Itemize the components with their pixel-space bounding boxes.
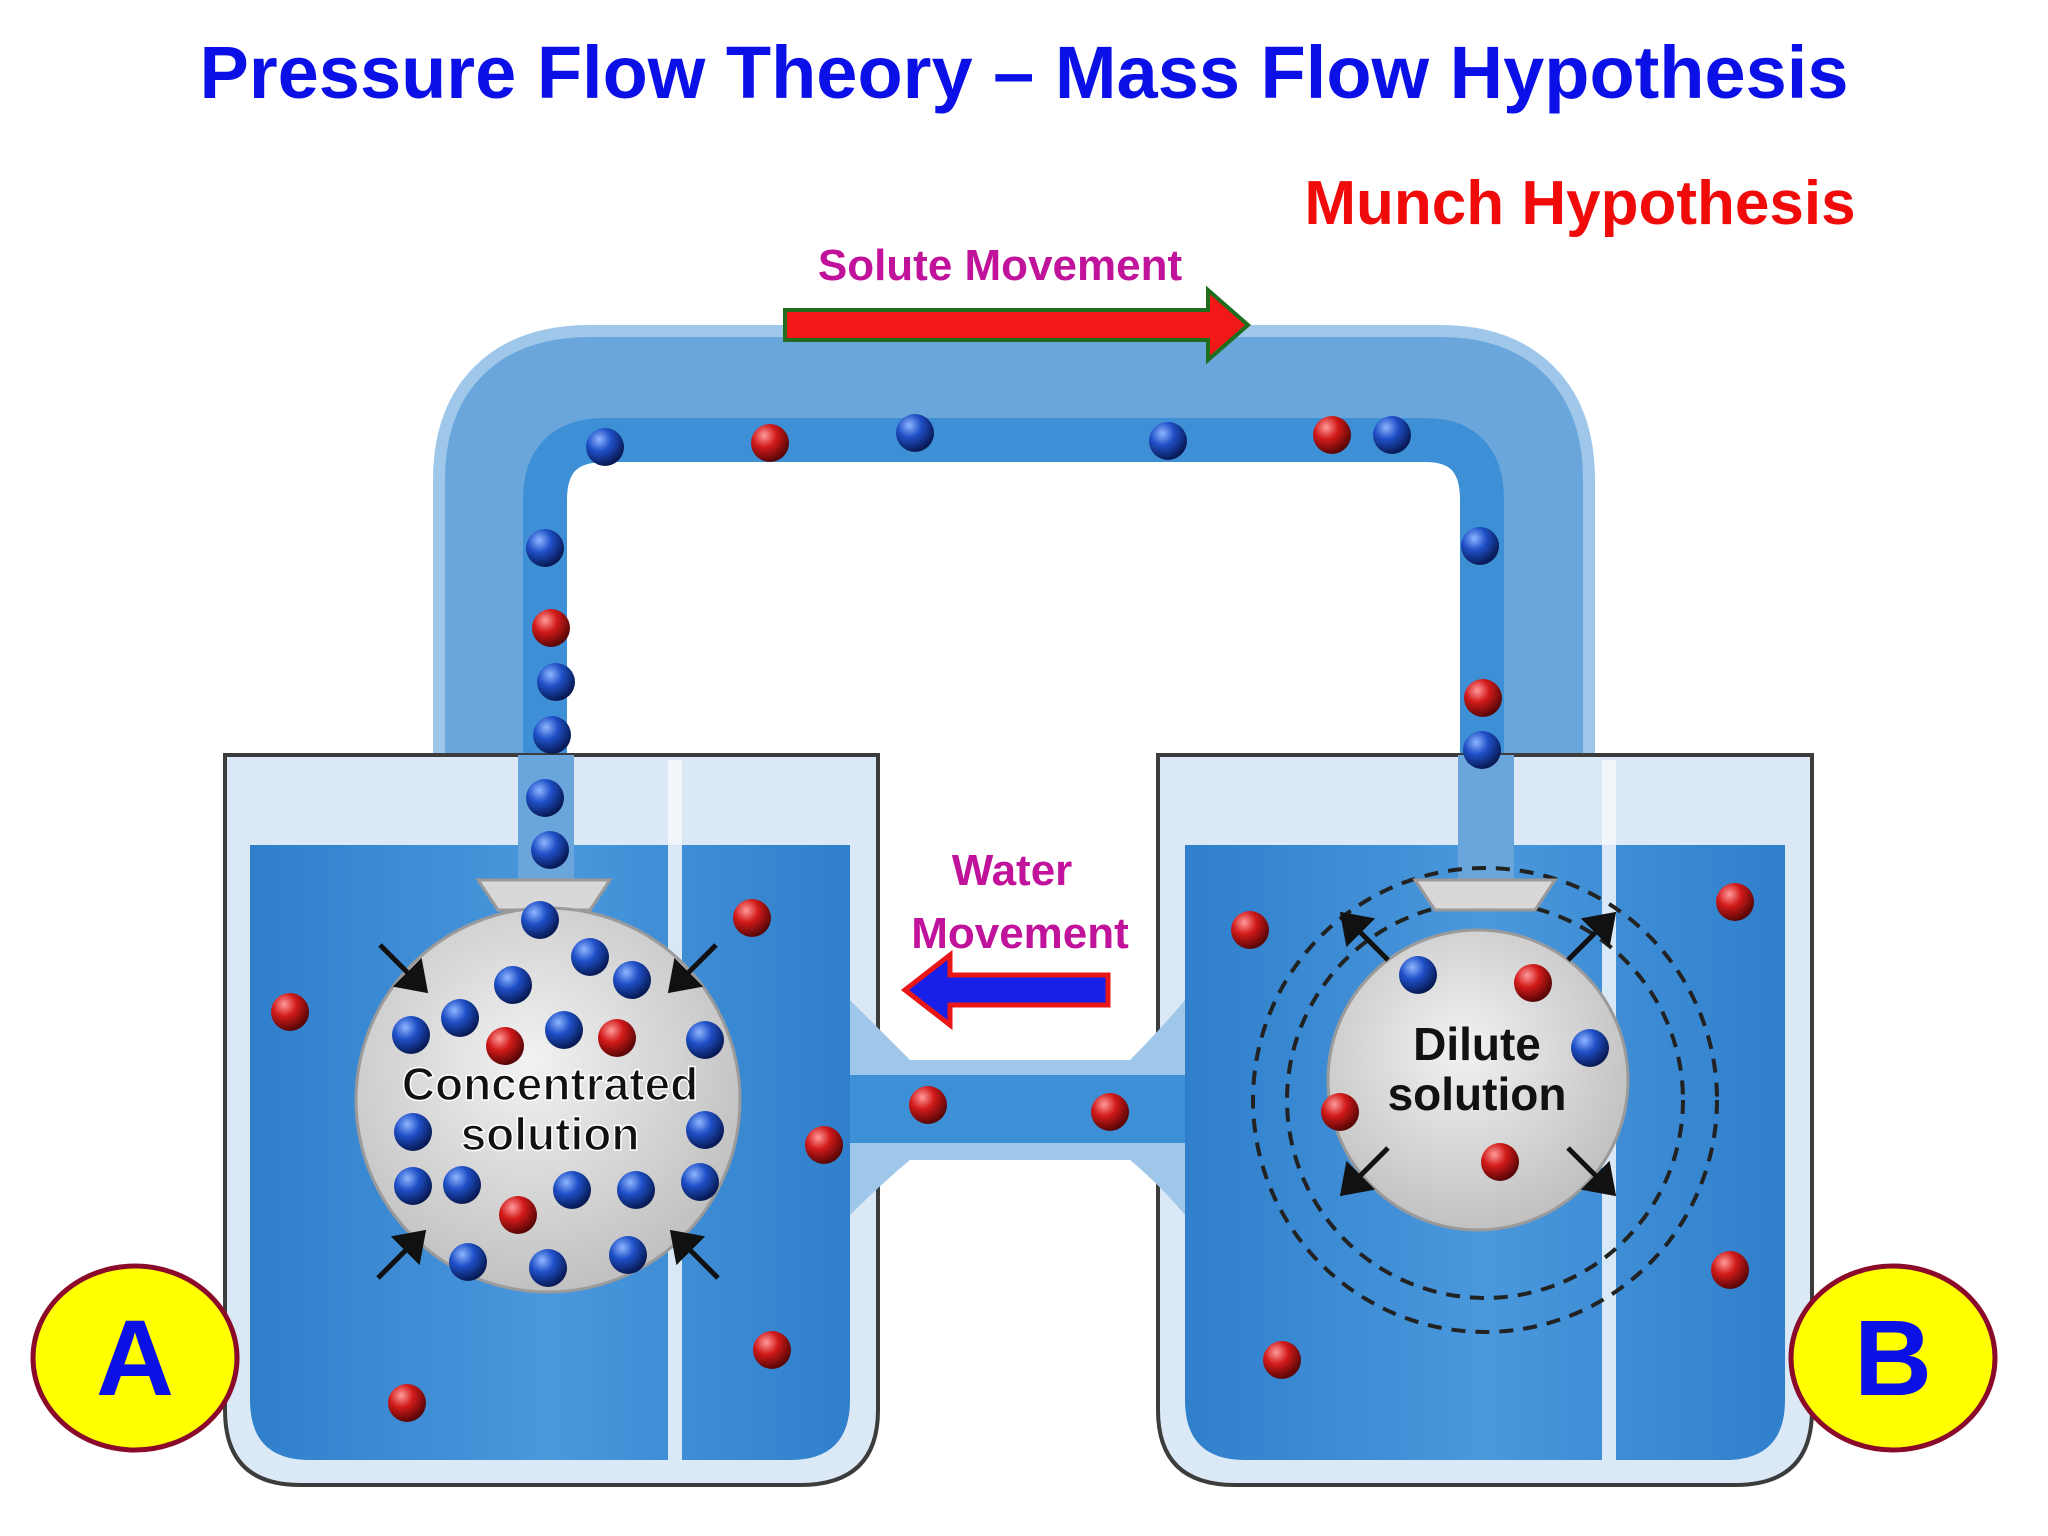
dilute-label-line2: solution xyxy=(1388,1068,1567,1120)
red-particle xyxy=(388,1384,426,1422)
blue-particle xyxy=(553,1171,591,1209)
blue-particle xyxy=(526,529,564,567)
lower-connector xyxy=(850,1000,1185,1215)
blue-particle xyxy=(394,1167,432,1205)
red-particle xyxy=(271,993,309,1031)
red-particle xyxy=(1263,1341,1301,1379)
blue-particle xyxy=(613,961,651,999)
red-particle xyxy=(1464,679,1502,717)
blue-particle xyxy=(449,1243,487,1281)
blue-particle xyxy=(1373,416,1411,454)
concentrated-label-line2: solution xyxy=(461,1108,640,1160)
blue-particle xyxy=(681,1163,719,1201)
blue-particle xyxy=(537,663,575,701)
blue-particle xyxy=(545,1011,583,1049)
blue-particle xyxy=(896,414,934,452)
water-movement-label-line2: Movement xyxy=(911,909,1129,958)
blue-particle xyxy=(1461,527,1499,565)
blue-particle xyxy=(533,716,571,754)
red-particle xyxy=(733,899,771,937)
red-particle xyxy=(1716,883,1754,921)
solute-arrow xyxy=(783,285,1252,365)
blue-particle xyxy=(617,1171,655,1209)
red-particle xyxy=(1091,1093,1129,1131)
concentrated-label-line1: Concentrated xyxy=(402,1058,698,1110)
blue-particle xyxy=(1399,956,1437,994)
water-movement-label-line1: Water xyxy=(952,846,1073,895)
blue-particle xyxy=(441,999,479,1037)
connecting-tube xyxy=(433,325,1595,900)
blue-particle xyxy=(571,938,609,976)
red-particle xyxy=(1481,1143,1519,1181)
red-particle xyxy=(805,1126,843,1164)
blue-particle xyxy=(392,1016,430,1054)
bulb-dilute xyxy=(1251,866,1719,1334)
badge-a-letter: A xyxy=(96,1297,174,1418)
blue-particle xyxy=(686,1111,724,1149)
solute-movement-label: Solute Movement xyxy=(818,241,1183,290)
red-particle xyxy=(1711,1251,1749,1289)
red-particle xyxy=(486,1027,524,1065)
particles xyxy=(271,414,1754,1422)
blue-particle xyxy=(586,428,624,466)
red-particle xyxy=(909,1086,947,1124)
red-particle xyxy=(598,1019,636,1057)
blue-particle xyxy=(531,831,569,869)
badge-b-letter: B xyxy=(1854,1297,1932,1418)
blue-particle xyxy=(1571,1029,1609,1067)
red-particle xyxy=(1321,1093,1359,1131)
red-particle xyxy=(1231,911,1269,949)
blue-particle xyxy=(521,901,559,939)
diagram-subtitle: Munch Hypothesis xyxy=(1304,169,1856,238)
red-particle xyxy=(499,1196,537,1234)
blue-particle xyxy=(686,1021,724,1059)
red-particle xyxy=(1313,416,1351,454)
blue-particle xyxy=(526,779,564,817)
dilute-label-line1: Dilute xyxy=(1413,1018,1541,1070)
red-particle xyxy=(751,424,789,462)
water-arrow xyxy=(900,949,1111,1031)
badge-b: B xyxy=(1788,1263,1998,1453)
blue-particle xyxy=(1463,731,1501,769)
blue-particle xyxy=(394,1113,432,1151)
red-particle xyxy=(532,609,570,647)
blue-particle xyxy=(529,1249,567,1287)
blue-particle xyxy=(1149,422,1187,460)
blue-particle xyxy=(609,1236,647,1274)
badge-a: A xyxy=(30,1263,240,1453)
blue-particle xyxy=(443,1166,481,1204)
blue-particle xyxy=(494,966,532,1004)
red-particle xyxy=(1514,964,1552,1002)
page-title: Pressure Flow Theory – Mass Flow Hypothe… xyxy=(199,31,1849,114)
red-particle xyxy=(753,1331,791,1369)
pressure-arrows xyxy=(376,911,1617,1280)
